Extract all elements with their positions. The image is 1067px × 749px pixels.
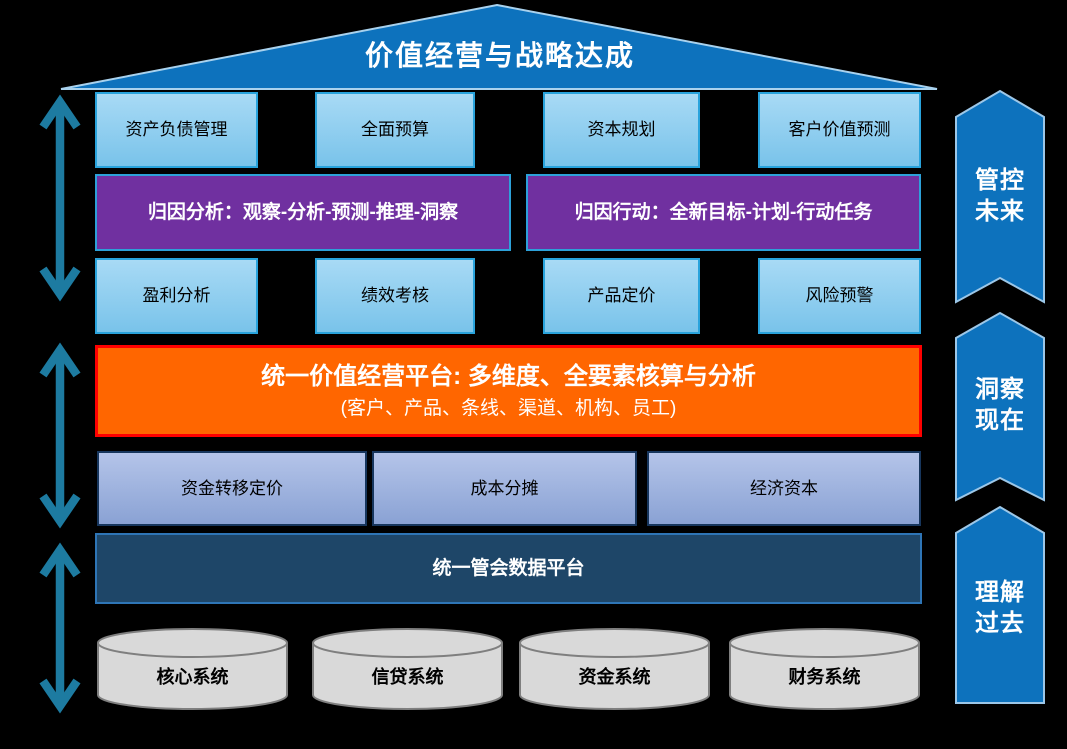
stage-label-line1: 理解: [975, 579, 1025, 606]
database-icon: [312, 628, 503, 710]
stage-control-future: 管控 未来: [954, 165, 1046, 227]
roof-banner: [60, 3, 938, 90]
platform-title: 统一价值经营平台: 多维度、全要素核算与分析: [261, 362, 756, 390]
stage-label-line1: 洞察: [975, 376, 1025, 403]
stage-label-line2: 未来: [975, 198, 1025, 225]
stage-insight-present: 洞察 现在: [954, 374, 1046, 436]
stage-label-line2: 过去: [975, 610, 1025, 637]
stage-understand-past: 理解 过去: [954, 577, 1046, 639]
cylinder-finance-system: 财务系统: [727, 627, 922, 713]
stage-label-line2: 现在: [975, 407, 1025, 434]
box-unified-data-platform: 统一管会数据平台: [95, 533, 922, 604]
cylinder-treasury-system: 资金系统: [517, 627, 712, 713]
database-icon: [519, 628, 710, 710]
cylinder-label: 资金系统: [578, 667, 651, 687]
diagram-title: 价值经营与战略达成: [364, 40, 635, 71]
box-economic-capital: 经济资本: [647, 451, 921, 526]
chevron-up-icon-future: [955, 89, 1045, 304]
box-cost-allocation: 成本分摊: [372, 451, 637, 526]
chevron-up-icon-past: [955, 505, 1045, 704]
box-capital-planning: 资本规划: [543, 92, 700, 168]
stage-label-line1: 管控: [975, 167, 1025, 194]
platform-subtitle: (客户、产品、条线、渠道、机构、员工): [340, 397, 677, 419]
cylinder-core-system: 核心系统: [95, 627, 290, 713]
box-unified-value-platform: 统一价值经营平台: 多维度、全要素核算与分析 (客户、产品、条线、渠道、机构、员…: [95, 345, 922, 437]
cylinder-credit-system: 信贷系统: [310, 627, 505, 713]
database-icon: [729, 628, 920, 710]
box-performance-appraisal: 绩效考核: [315, 258, 475, 334]
cylinder-label: 信贷系统: [371, 667, 444, 687]
box-profitability-analysis: 盈利分析: [95, 258, 258, 334]
box-funds-transfer-pricing: 资金转移定价: [97, 451, 367, 526]
box-customer-value-forecast: 客户价值预测: [758, 92, 921, 168]
box-asset-liability-management: 资产负债管理: [95, 92, 258, 168]
box-comprehensive-budgeting: 全面预算: [315, 92, 475, 168]
cylinder-label: 核心系统: [156, 667, 229, 687]
box-risk-alert: 风险预警: [758, 258, 921, 334]
double-arrow-icon-middle: [39, 342, 81, 529]
box-product-pricing: 产品定价: [543, 258, 700, 334]
box-attribution-analysis: 归因分析：观察-分析-预测-推理-洞察: [95, 174, 511, 251]
database-icon: [97, 628, 288, 710]
cylinder-label: 财务系统: [788, 667, 861, 687]
chevron-up-icon-present: [955, 311, 1045, 502]
double-arrow-icon-top: [39, 94, 81, 302]
box-attribution-action: 归因行动：全新目标-计划-行动任务: [526, 174, 921, 251]
double-arrow-icon-bottom: [39, 542, 81, 714]
